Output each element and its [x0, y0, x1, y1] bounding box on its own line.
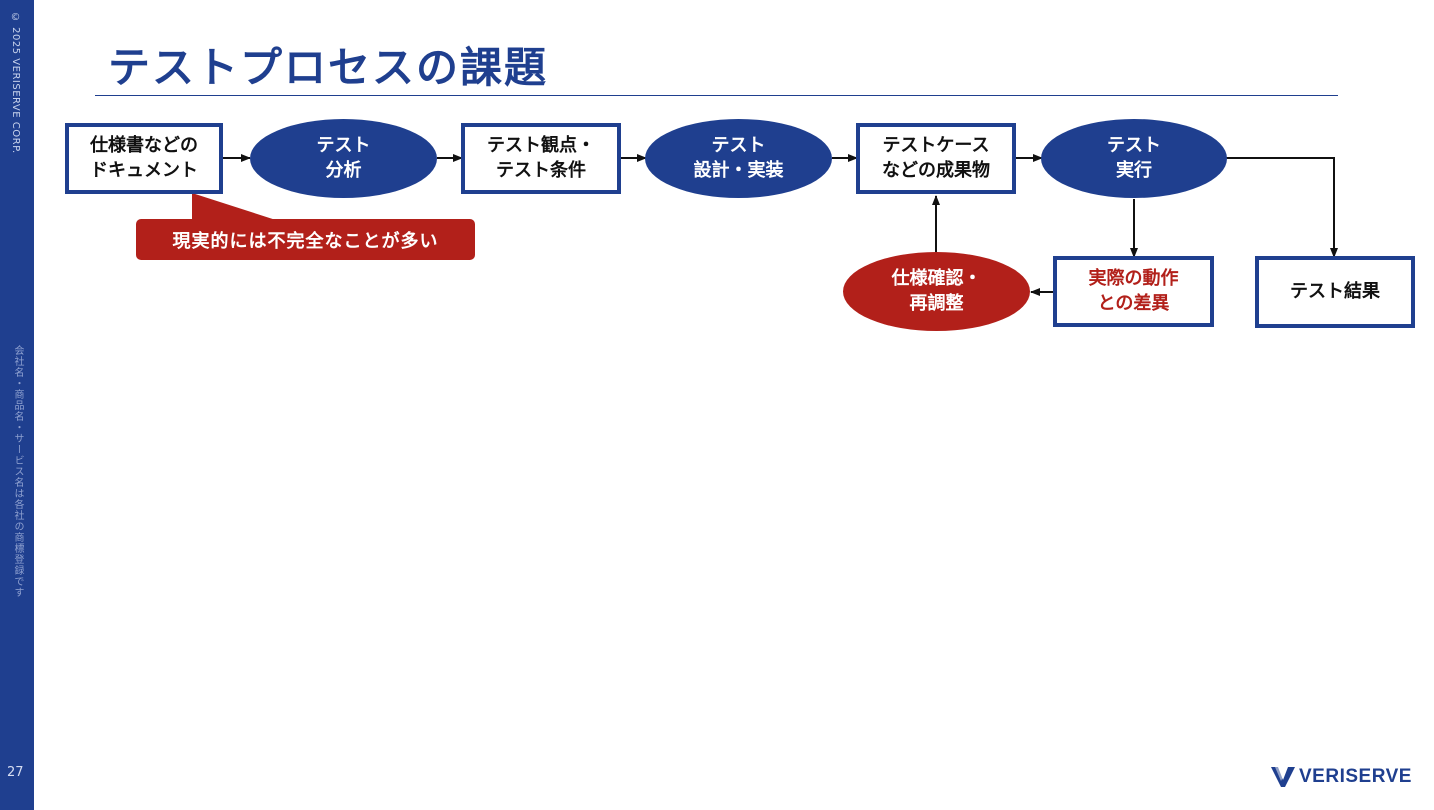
- page-number: 27: [7, 765, 24, 780]
- callout-pointer: [192, 193, 282, 222]
- node-actual-diff-line2: との差異: [1097, 292, 1170, 314]
- node-execution-line1: テスト: [1107, 135, 1161, 157]
- callout-incomplete-docs: 現実的には不完全なことが多い: [136, 219, 475, 260]
- node-actual-diff: 実際の動作 との差異: [1053, 256, 1214, 327]
- node-reconfirm: 仕様確認・ 再調整: [843, 252, 1030, 331]
- node-design: テスト 設計・実装: [645, 119, 832, 198]
- node-results: テスト結果: [1255, 256, 1415, 328]
- arrow-execution-to-results: [1226, 157, 1338, 258]
- node-test-analysis-line2: 分析: [325, 159, 362, 181]
- brand-logo: VERISERVE: [1270, 766, 1412, 788]
- node-execution: テスト 実行: [1041, 119, 1227, 198]
- node-test-analysis-line1: テスト: [316, 135, 371, 157]
- node-artifacts-line2: などの成果物: [882, 159, 990, 181]
- node-artifacts-line1: テストケース: [882, 135, 990, 157]
- node-documents-line2: ドキュメント: [90, 159, 198, 181]
- node-reconfirm-line1: 仕様確認・: [891, 268, 982, 290]
- node-execution-line2: 実行: [1116, 159, 1152, 181]
- node-artifacts: テストケース などの成果物: [856, 123, 1016, 194]
- node-documents-line1: 仕様書などの: [90, 135, 198, 157]
- copyright-text: © 2025 VERISERVE CORP.: [10, 12, 21, 154]
- slide-title: テストプロセスの課題: [108, 43, 549, 92]
- node-results-label: テスト結果: [1290, 280, 1380, 302]
- node-design-line1: テスト: [711, 135, 766, 157]
- node-actual-diff-line1: 実際の動作: [1088, 268, 1179, 290]
- trademark-note: 会社名・商品名・サービス名は各社の商標登録です: [12, 345, 23, 598]
- sidebar: © 2025 VERISERVE CORP. 会社名・商品名・サービス名は各社の…: [0, 0, 34, 810]
- logo-wordmark: VERISERVE: [1299, 766, 1412, 787]
- node-documents: 仕様書などの ドキュメント: [65, 123, 223, 194]
- node-design-line2: 設計・実装: [693, 159, 784, 181]
- node-test-analysis: テスト 分析: [250, 119, 437, 198]
- veriserve-logo-icon: [1271, 767, 1295, 787]
- node-viewpoints-line1: テスト観点・: [487, 135, 595, 157]
- node-viewpoints-line2: テスト条件: [496, 159, 586, 181]
- title-divider: [95, 95, 1338, 96]
- node-viewpoints: テスト観点・ テスト条件: [461, 123, 621, 194]
- node-reconfirm-line2: 再調整: [909, 292, 964, 314]
